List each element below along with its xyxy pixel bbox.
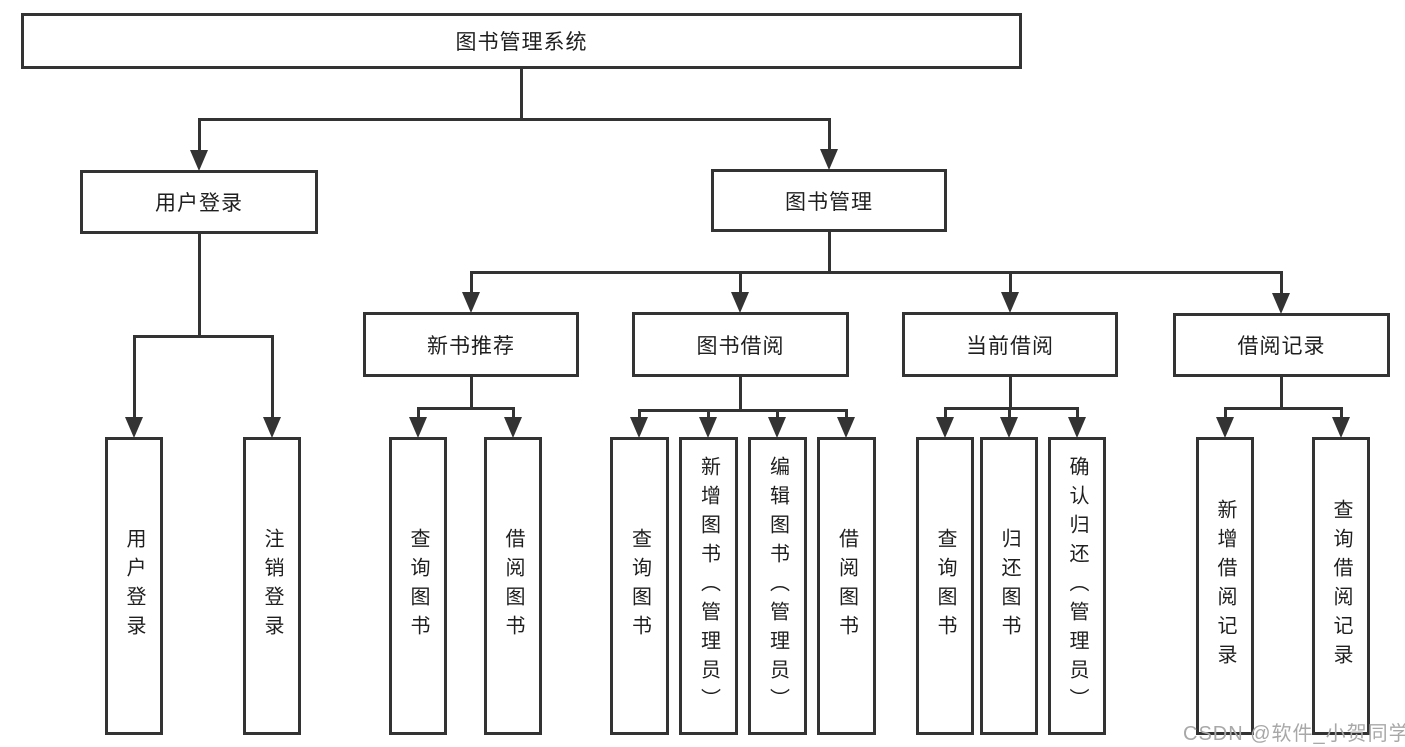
leaf-label: 确认归还（管理员） [1066,455,1088,717]
leaf-label: 借阅图书 [835,528,858,644]
arrow-down-icon [1000,417,1018,438]
leaf-label: 编辑图书（管理员） [766,455,789,717]
connector-line [638,409,641,419]
leaf-label: 查询图书 [934,528,956,644]
arrow-down-icon [125,417,143,438]
leaf-query-books-current: 查询图书 [916,437,974,735]
leaf-borrow-books: 借阅图书 [817,437,876,735]
node-current-borrow: 当前借阅 [902,312,1118,377]
leaf-query-books-borrow: 查询图书 [610,437,669,735]
arrow-down-icon [699,417,717,438]
leaf-label: 归还图书 [998,528,1020,644]
connector-line [199,118,830,121]
csdn-watermark: CSDN @软件_小贺同学 [1183,723,1405,745]
leaf-label: 借阅图书 [502,528,524,644]
arrow-down-icon [1332,417,1350,438]
arrow-down-icon [1001,292,1019,313]
arrow-down-icon [462,292,480,313]
connector-line [639,409,847,412]
connector-line [418,407,514,410]
connector-line [512,407,515,419]
connector-line [1224,407,1227,419]
leaf-return-books: 归还图书 [980,437,1038,735]
arrow-down-icon [263,417,281,438]
connector-line [707,409,710,419]
leaf-query-books-recommend: 查询图书 [389,437,447,735]
connector-line [271,335,274,419]
leaf-label: 新增图书（管理员） [697,455,720,717]
connector-line [1280,377,1283,410]
connector-line [470,271,473,294]
arrow-down-icon [837,417,855,438]
leaf-label: 查询图书 [628,528,651,644]
leaf-confirm-return-admin: 确认归还（管理员） [1048,437,1106,735]
leaf-label: 注销登录 [261,528,283,644]
connector-line [944,407,947,419]
leaf-label: 用户登录 [123,528,145,644]
node-user-login: 用户登录 [80,170,318,234]
arrow-down-icon [1216,417,1234,438]
connector-line [845,409,848,419]
leaf-add-borrow-record: 新增借阅记录 [1196,437,1254,735]
connector-line [739,271,742,294]
arrow-down-icon [504,417,522,438]
leaf-edit-books-admin: 编辑图书（管理员） [748,437,807,735]
connector-line [471,271,1282,274]
connector-line [1225,407,1342,410]
node-new-book-recommend: 新书推荐 [363,312,579,377]
node-book-borrow: 图书借阅 [632,312,849,377]
node-borrow-records: 借阅记录 [1173,313,1390,377]
node-label: 图书管理系统 [455,31,588,54]
arrow-down-icon [630,417,648,438]
leaf-label: 查询图书 [407,528,429,644]
connector-line [776,409,779,419]
arrow-down-icon [731,292,749,313]
arrow-down-icon [1272,293,1290,314]
connector-line [1009,377,1012,410]
connector-line [134,335,273,338]
connector-line [198,118,201,152]
arrow-down-icon [768,417,786,438]
arrow-down-icon [190,150,208,171]
leaf-query-borrow-record: 查询借阅记录 [1312,437,1370,735]
node-book-management: 图书管理 [711,169,947,232]
arrow-down-icon [1068,417,1086,438]
leaf-label: 新增借阅记录 [1214,499,1236,673]
connector-line [1280,271,1283,295]
connector-line [1008,407,1011,419]
node-label: 图书管理 [785,190,873,214]
arrow-down-icon [936,417,954,438]
node-root-library-system: 图书管理系统 [21,13,1022,69]
node-label: 图书借阅 [696,334,785,358]
leaf-label: 查询借阅记录 [1330,499,1352,673]
connector-line [1076,407,1079,419]
connector-line [520,69,523,121]
connector-line [198,234,201,338]
node-label: 新书推荐 [427,334,515,358]
node-label: 借阅记录 [1237,335,1326,358]
node-label: 当前借阅 [966,334,1054,358]
connector-line [945,407,1078,410]
leaf-add-books-admin: 新增图书（管理员） [679,437,738,735]
connector-line [417,407,420,419]
node-label: 用户登录 [155,192,243,215]
leaf-logout: 注销登录 [243,437,301,735]
connector-line [828,232,831,274]
connector-line [133,335,136,419]
arrow-down-icon [820,149,838,170]
connector-line [828,118,831,151]
connector-line [739,377,742,412]
connector-line [1340,407,1343,419]
connector-line [470,377,473,410]
arrow-down-icon [409,417,427,438]
leaf-user-login: 用户登录 [105,437,163,735]
connector-line [1009,271,1012,294]
leaf-borrow-books-recommend: 借阅图书 [484,437,542,735]
